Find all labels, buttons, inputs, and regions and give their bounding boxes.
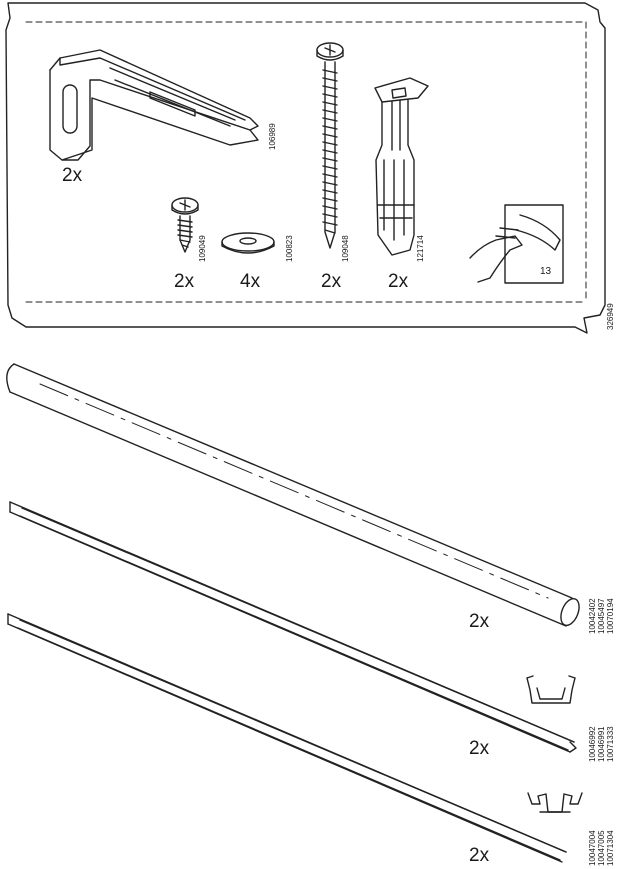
long-screw-code: 109048 xyxy=(341,235,350,262)
u-channel-rail-codes: 10046992 10046991 10071333 xyxy=(588,726,615,762)
clip-rail-code-2: 10047005 xyxy=(597,830,606,866)
short-screw-qty: 2x xyxy=(174,271,195,292)
wall-plug-code: 121714 xyxy=(416,235,425,262)
u-channel-rail-qty: 2x xyxy=(469,738,490,759)
long-screw-icon xyxy=(316,42,344,249)
washer-icon xyxy=(221,232,275,254)
clip-rail-code-3: 10071304 xyxy=(606,830,615,866)
round-rod-code-2: 10045497 xyxy=(597,598,606,634)
sticker-page-icon xyxy=(469,204,564,284)
u-channel-rail-code-1: 10046992 xyxy=(588,726,597,762)
round-rod-qty: 2x xyxy=(469,611,490,632)
bag-code: 326949 xyxy=(606,303,615,330)
round-rod-code-1: 10042402 xyxy=(588,598,597,634)
hardware-bag-outline xyxy=(5,2,606,334)
washer-code: 100823 xyxy=(285,235,294,262)
bracket-qty: 2x xyxy=(62,165,83,186)
washer-qty: 4x xyxy=(240,271,261,292)
clip-rail-codes: 10047004 10047005 10071304 xyxy=(588,830,615,866)
clip-rail-icon xyxy=(7,613,583,863)
round-rod-codes: 10042402 10045497 10070194 xyxy=(588,598,615,634)
bracket-icon xyxy=(49,49,259,161)
short-screw-code: 109049 xyxy=(198,235,207,262)
clip-rail-code-1: 10047004 xyxy=(588,830,597,866)
short-screw-icon xyxy=(171,197,199,253)
wall-plug-qty: 2x xyxy=(388,271,409,292)
u-channel-rail-icon xyxy=(9,501,577,753)
long-screw-qty: 2x xyxy=(321,271,342,292)
bracket-code: 106989 xyxy=(268,123,277,150)
u-channel-rail-code-3: 10071333 xyxy=(606,726,615,762)
u-channel-rail-code-2: 10046991 xyxy=(597,726,606,762)
sticker-page-number: 13 xyxy=(540,266,552,277)
round-rod-code-3: 10070194 xyxy=(606,598,615,634)
round-rod-icon xyxy=(6,363,580,627)
wall-plug-icon xyxy=(374,77,429,256)
clip-rail-qty: 2x xyxy=(469,845,490,866)
